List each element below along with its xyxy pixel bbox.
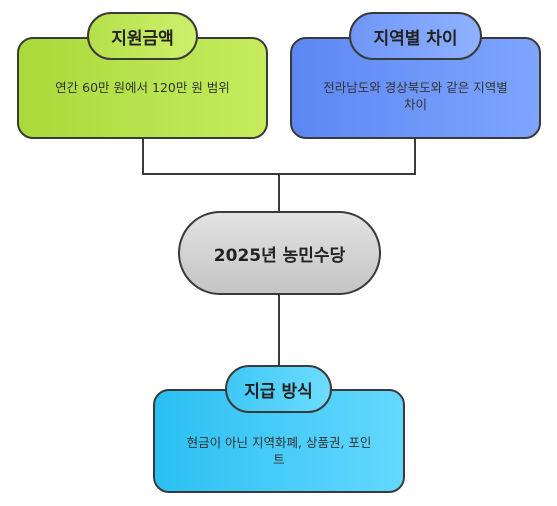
regional-difference-description: 전라남도와 경상북도와 같은 지역별 차이 [323, 80, 508, 112]
payment-method-title: 지급 방식 [225, 365, 332, 413]
regional-difference-title: 지역별 차이 [349, 12, 482, 60]
connector-top-branch [142, 139, 416, 175]
center-node-farmer-allowance: 2025년 농민수당 [178, 211, 381, 295]
funding-amount-title: 지원금액 [87, 12, 198, 60]
payment-method-description: 현금이 아닌 지역화폐, 상품권, 포인트 [186, 435, 372, 467]
funding-amount-description: 연간 60만 원에서 120만 원 범위 [55, 80, 230, 95]
